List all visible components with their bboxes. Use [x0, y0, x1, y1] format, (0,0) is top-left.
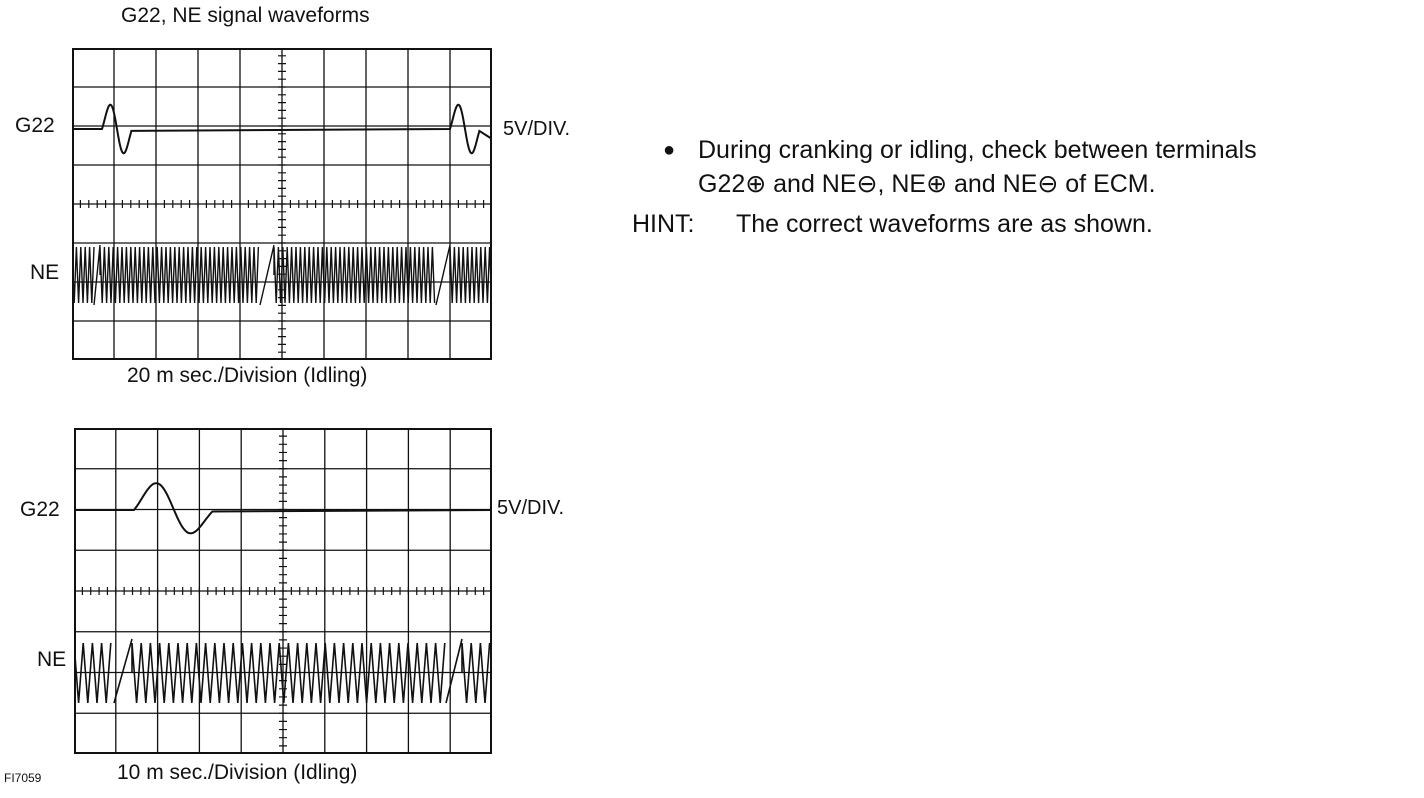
figure-title: G22, NE signal waveforms: [121, 4, 370, 27]
instruction-line-1: During cranking or idling, check between…: [698, 136, 1257, 164]
voltage-scale-label-bottom: 5V/DIV.: [497, 497, 565, 519]
oscilloscope-10ms: [74, 428, 492, 754]
ne-waveform-top: [72, 244, 492, 306]
center-horizontal-ticks: [72, 200, 492, 208]
figure-code: FI7059: [4, 771, 42, 785]
hint-label: HINT:: [632, 210, 695, 238]
center-axis-ticks: [279, 428, 287, 754]
center-horizontal-ticks: [74, 587, 485, 595]
hint-text: The correct waveforms are as shown.: [736, 210, 1153, 238]
oscilloscope-20ms: [72, 48, 492, 360]
instruction-line-2: G22⊕ and NE⊖, NE⊕ and NE⊖ of ECM.: [698, 170, 1156, 198]
g22-waveform-top: [72, 103, 492, 155]
ne-waveform-bottom: [74, 638, 491, 704]
g22-waveform-bottom: [74, 482, 492, 535]
voltage-scale-label-top: 5V/DIV.: [503, 118, 571, 140]
bullet-icon: ●: [663, 139, 676, 161]
ne-channel-label-bottom: NE: [37, 648, 67, 671]
ne-channel-label-top: NE: [30, 261, 60, 284]
timebase-caption-bottom: 10 m sec./Division (Idling): [117, 761, 358, 784]
g22-channel-label-bottom: G22: [20, 498, 60, 521]
timebase-caption-top: 20 m sec./Division (Idling): [127, 364, 368, 387]
g22-channel-label-top: G22: [15, 114, 55, 137]
